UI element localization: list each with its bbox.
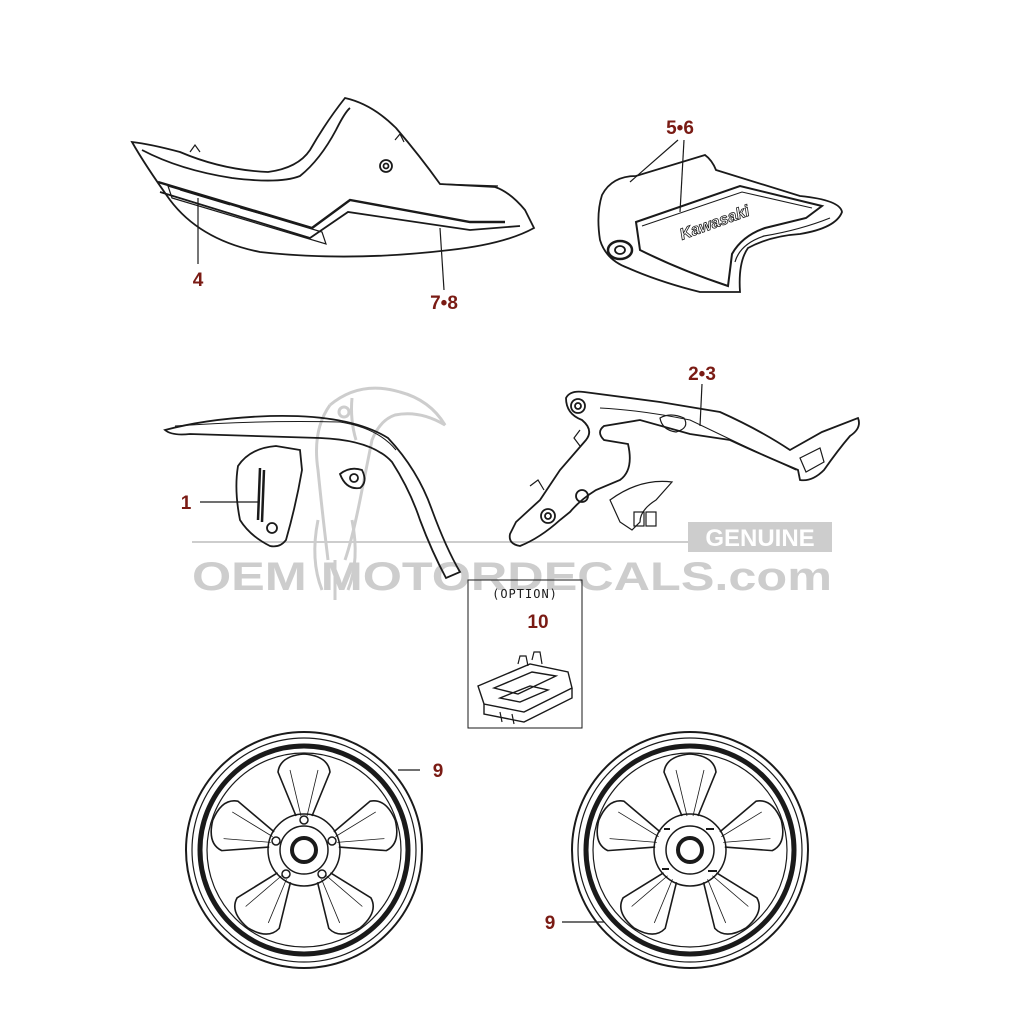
callout-5-6: 5•6: [666, 118, 694, 139]
option-box: [467, 579, 583, 729]
watermark-badge: [688, 522, 832, 552]
wheel-right-part: [572, 732, 808, 968]
seat-cowl-part: [130, 96, 536, 258]
leader-2-3: [699, 383, 703, 427]
leader-5-6: [679, 139, 685, 213]
callout-10: 10: [527, 612, 548, 633]
callout-1: 1: [181, 493, 192, 514]
callout-7-8: 7•8: [430, 293, 458, 314]
watermark-bird-icon: [313, 386, 447, 600]
watermark-badge-text: GENUINE: [705, 525, 814, 552]
leader-lines: [197, 139, 703, 923]
callout-2-3: 2•3: [688, 364, 716, 385]
option-label: (OPTION): [492, 587, 558, 601]
kit-part-10: [477, 651, 573, 725]
watermark: GENUINE OEM MOTORDECALS.com: [192, 386, 832, 600]
callout-9-left: 9: [433, 761, 444, 782]
callout-4: 4: [193, 270, 204, 291]
front-fender-part: [163, 414, 462, 580]
wheel-left-part: [186, 732, 422, 968]
leader-7-8: [439, 227, 445, 291]
side-cover-part: Kawasaki: [597, 154, 843, 293]
watermark-brand-text: OEM MOTORDECALS.com: [192, 555, 832, 599]
side-cover-logo-text: Kawasaki: [678, 203, 753, 244]
leader-5-6-b: [629, 139, 679, 183]
callout-9-right: 9: [545, 913, 556, 934]
frame-part: [508, 390, 860, 547]
